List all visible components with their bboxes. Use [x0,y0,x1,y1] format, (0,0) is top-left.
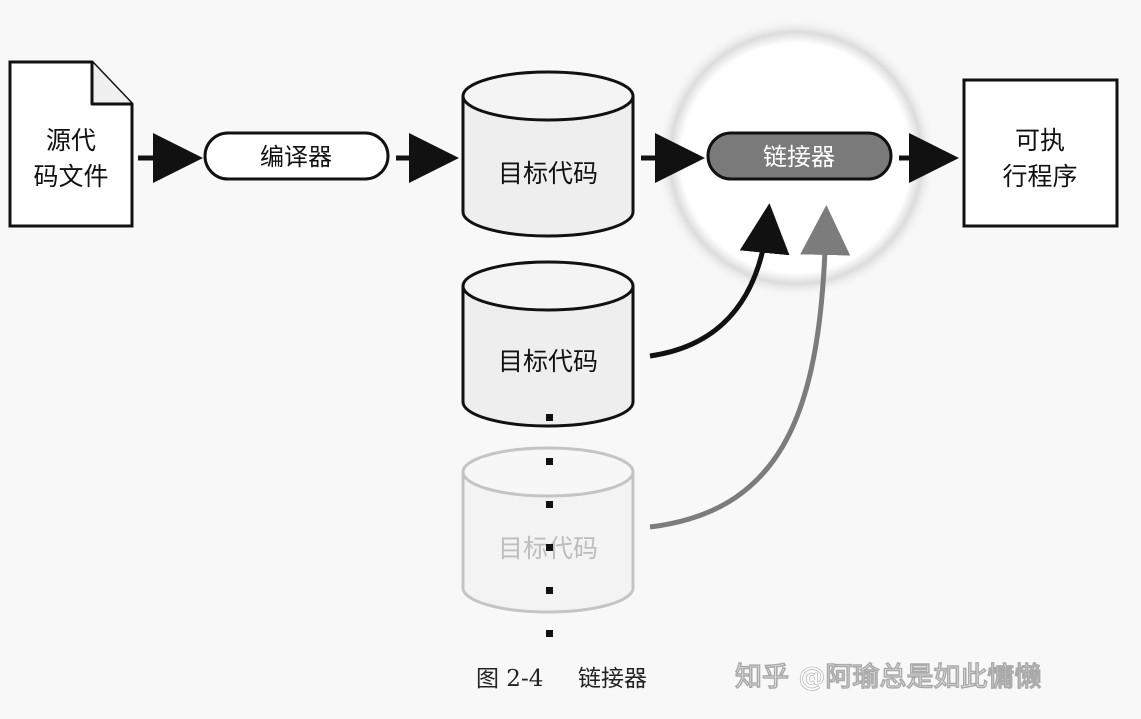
source-file-node: 源代 码文件 [8,60,134,228]
executable-node: 可执 行程序 [962,78,1119,228]
object-code-cylinder-3-faded: 目标代码 [461,446,635,614]
compiler-node: 编译器 [203,131,390,181]
ellipsis-dots [546,414,553,637]
linker-node: 链接器 [706,131,893,181]
figure-number: 图 2-4 [476,666,543,692]
executable-label-line1: 可执 [1015,126,1065,155]
curved-arrow-object-code-2-to-linker [649,203,790,359]
curved-arrow-object-code-3-to-linker [649,205,851,530]
compiler-label: 编译器 [260,143,332,171]
figure-title: 链接器 [578,666,647,692]
compiler-pill [203,131,390,181]
object-code-1-label: 目标代码 [498,159,598,188]
source-file-label-line2: 码文件 [33,162,108,191]
object-code-cylinder-1: 目标代码 [461,70,635,238]
source-file-label-line1: 源代 [46,126,96,155]
linker-label: 链接器 [763,143,835,171]
object-code-2-label: 目标代码 [498,347,598,376]
watermark-text: 知乎 @阿瑜总是如此慵懒 [735,661,1041,693]
executable-box [962,78,1119,228]
executable-label-line2: 行程序 [1002,162,1077,191]
object-code-cylinder-2: 目标代码 [461,260,635,428]
linker-pill [706,131,893,181]
